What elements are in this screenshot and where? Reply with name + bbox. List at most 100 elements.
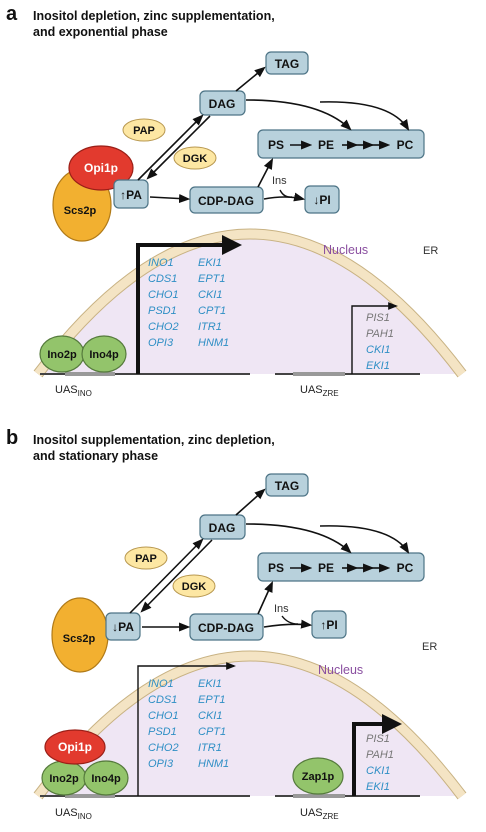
ins-input-arrow: [279, 189, 293, 198]
zap1p-protein: [292, 757, 344, 795]
panel-title-line2: and stationary phase: [33, 449, 158, 463]
ino4p-protein: [81, 335, 127, 373]
dag-to-pe-arrow: [245, 523, 352, 554]
dag-to-pa-arrow: [146, 115, 211, 180]
uas-ino-label: UASINO: [55, 384, 92, 398]
ino-transcription-arrow: [136, 235, 242, 374]
dag-box: [199, 514, 246, 540]
gene: CKI1: [198, 710, 222, 722]
uas-ino-label: UASINO: [55, 807, 92, 821]
pc-label: PC: [397, 138, 414, 152]
cdp-dag-to-pi-arrow: [263, 192, 306, 202]
tag-box: [265, 51, 309, 75]
pa-box: [105, 612, 141, 641]
gene: INO1: [148, 678, 174, 690]
gene: EKI1: [198, 257, 222, 269]
zre-transcription-arrow: [352, 714, 402, 796]
pap-enzyme: [122, 118, 166, 142]
gene: PAH1: [366, 749, 394, 761]
nucleus-label: Nucleus: [318, 663, 363, 677]
gene: CPT1: [198, 726, 226, 738]
dag-label: DAG: [209, 521, 236, 535]
uas-zre-site: [293, 372, 345, 376]
ino2p-label: Ino2p: [49, 773, 79, 785]
opi1p-label: Opi1p: [58, 740, 92, 754]
panel-letter: b: [6, 427, 18, 449]
pe-label: PE: [318, 138, 334, 152]
ins-input-arrow: [281, 615, 299, 625]
ins-label: Ins: [274, 603, 289, 615]
pa-to-dag-arrow: [129, 538, 204, 614]
gene: OPI3: [148, 758, 174, 770]
ins-label: Ins: [272, 175, 287, 187]
gene: INO1: [148, 257, 174, 269]
dag-to-pc-arrow: [319, 525, 410, 554]
pap-label: PAP: [133, 125, 155, 137]
cdp-dag-label: CDP-DAG: [198, 194, 254, 208]
pc-label: PC: [397, 561, 414, 575]
gene: HNM1: [198, 758, 229, 770]
dgk-label: DGK: [183, 153, 208, 165]
ino-genes-col2: EKI1 EPT1 CKI1 CPT1 ITR1 HNM1: [198, 678, 229, 770]
pi-label: ↑PI: [320, 618, 337, 632]
dgk-label: DGK: [182, 581, 207, 593]
panel-title-line2: and exponential phase: [33, 25, 168, 39]
dag-to-pc-arrow: [319, 101, 410, 131]
nucleus-label: Nucleus: [323, 243, 368, 257]
gene: ITR1: [198, 321, 222, 333]
pa-box: [113, 179, 149, 209]
dag-to-tag-arrow: [235, 488, 266, 516]
er-label: ER: [423, 245, 438, 257]
er-membrane: [34, 229, 466, 377]
tag-label: TAG: [275, 57, 299, 71]
zre-transcription-arrow: [351, 302, 398, 374]
zre-genes: PIS1 PAH1 CKI1 EKI1: [366, 733, 394, 793]
ino4p-label: Ino4p: [89, 349, 119, 361]
scs2p-label: Scs2p: [64, 205, 97, 217]
pa-label: ↑PA: [120, 188, 142, 202]
dag-to-pe-arrow: [245, 99, 352, 131]
ino-transcription-arrow: [137, 662, 236, 796]
gene: CHO2: [148, 321, 179, 333]
gene: CKI1: [366, 344, 390, 356]
panel-title-line1: Inositol depletion, zinc supplementation…: [33, 9, 275, 23]
gene: OPI3: [148, 337, 174, 349]
dgk-enzyme: [172, 574, 216, 598]
uas-ino-site: [65, 794, 115, 798]
uas-zre-label: UASZRE: [300, 384, 339, 398]
gene: CKI1: [198, 289, 222, 301]
gene: PSD1: [148, 726, 177, 738]
dag-label: DAG: [209, 97, 236, 111]
gene: EKI1: [198, 678, 222, 690]
ino4p-protein: [83, 760, 129, 796]
ino-genes-col2: EKI1 EPT1 CKI1 CPT1 ITR1 HNM1: [198, 257, 229, 349]
ino-genes-col1: INO1 CDS1 CHO1 PSD1 CHO2 OPI3: [148, 678, 179, 770]
dgk-enzyme: [173, 146, 217, 170]
panel-a: a Inositol depletion, zinc supplementati…: [6, 3, 467, 398]
opi1p-protein: [68, 145, 134, 191]
er-label: ER: [422, 641, 437, 653]
panel-b: b Inositol supplementation, zinc depleti…: [6, 427, 467, 821]
gene: CDS1: [148, 694, 177, 706]
panel-title-line1: Inositol supplementation, zinc depletion…: [33, 433, 275, 447]
panel-letter: a: [6, 3, 18, 25]
gene: CKI1: [366, 765, 390, 777]
gene: PAH1: [366, 328, 394, 340]
dag-to-pa-arrow: [140, 539, 213, 613]
ino4p-label: Ino4p: [91, 773, 121, 785]
pap-label: PAP: [135, 553, 157, 565]
zap1p-label: Zap1p: [302, 771, 335, 783]
pe-label: PE: [318, 561, 334, 575]
opi1p-protein: [44, 729, 106, 765]
cdp-dag-to-pi-arrow: [263, 619, 313, 629]
er-membrane: [34, 651, 466, 799]
cdp-dag-to-ps-arrow: [257, 580, 273, 615]
tag-label: TAG: [275, 479, 299, 493]
gene: PIS1: [366, 733, 390, 745]
opi1p-label: Opi1p: [84, 161, 118, 175]
dag-box: [199, 90, 246, 116]
pa-label: ↓PA: [112, 620, 134, 634]
cdp-dag-to-ps-arrow: [257, 158, 274, 188]
dag-to-tag-arrow: [235, 66, 266, 92]
